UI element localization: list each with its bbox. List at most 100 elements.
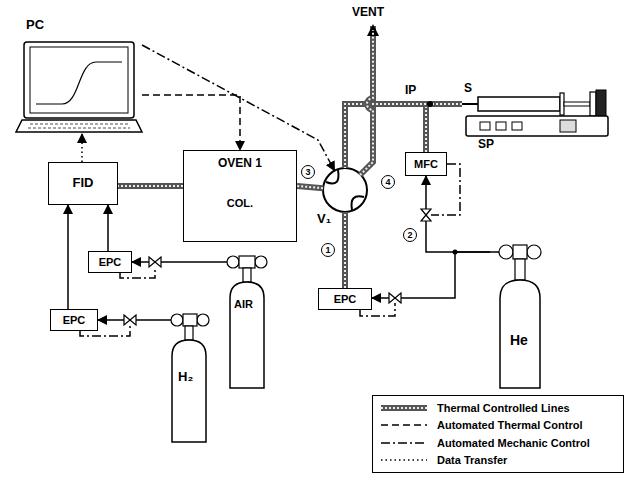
oven-box: OVEN 1 COL. [183, 150, 297, 242]
gas-line [490, 251, 499, 253]
node-label: OVEN 1 [218, 157, 262, 171]
legend-hatch [381, 407, 427, 409]
laptop-base [16, 120, 142, 132]
thermal-line [297, 186, 323, 188]
node-label: S [464, 82, 472, 96]
legend-line [381, 460, 427, 462]
callout-number: 4 [381, 175, 395, 189]
legend-sample [379, 455, 429, 465]
pump-button [496, 122, 506, 130]
node-label: FID [73, 176, 94, 191]
callout-number: 2 [403, 228, 417, 242]
legend-row: Data Transfer [379, 452, 617, 470]
connector [426, 176, 490, 252]
legend-sample [379, 403, 429, 413]
connector [142, 95, 240, 150]
vent-line [360, 26, 373, 175]
legend-line [381, 442, 427, 444]
legend-text: Automated Thermal Control [437, 419, 582, 431]
needle-valve [149, 257, 161, 267]
needle-valve [124, 315, 136, 325]
node-label: H₂ [178, 370, 193, 385]
gas-cylinder: He [490, 232, 550, 390]
pump-clamp [596, 90, 606, 118]
pump-button [480, 122, 490, 130]
node-label: He [510, 332, 528, 348]
pressure-controller-box: EPC [50, 309, 98, 331]
pressure-gauge [499, 245, 513, 259]
tee-junction [427, 101, 433, 107]
syringe-needle [462, 103, 478, 105]
gas-cylinder [172, 340, 206, 442]
connector [132, 261, 222, 263]
tee-junction [453, 250, 458, 255]
laptop-display [30, 47, 128, 113]
flow-controller-box: MFC [405, 152, 447, 176]
gas-cylinder [500, 280, 540, 388]
regulator [183, 314, 197, 326]
node-label: AIR [234, 298, 253, 311]
node-label: SP [478, 138, 494, 152]
laptop-keys [28, 124, 130, 128]
detector-box: FID [48, 162, 118, 205]
cylinder-neck [185, 326, 193, 340]
node-label: MFC [414, 158, 438, 171]
thermal-hatch [297, 186, 323, 188]
node-label: V₁ [317, 212, 331, 227]
injection-point-label: IP [405, 84, 416, 98]
pressure-gauge [227, 256, 239, 268]
gas-cylinder [230, 282, 264, 388]
syringe-pump: S SP [462, 80, 612, 156]
laptop-screen [24, 42, 134, 118]
signal-curve [36, 62, 122, 104]
regulator [239, 256, 255, 268]
legend-row: Automated Thermal Control [379, 417, 617, 435]
thermal-line [118, 183, 183, 189]
pressure-gauge [197, 314, 209, 326]
connector [107, 205, 109, 251]
callout-number: 1 [321, 243, 335, 257]
callout-number: 3 [301, 165, 315, 179]
legend-text: Automated Mechanic Control [437, 437, 590, 449]
pressure-controller-box: EPC [318, 288, 372, 310]
legend-text: Thermal Controlled Lines [437, 402, 570, 414]
thermal-hatch [360, 30, 373, 175]
connector [372, 252, 490, 298]
connector [67, 205, 69, 309]
gas-line [166, 319, 171, 321]
pressure-controller-box: EPC [88, 251, 132, 273]
computer: PC [16, 16, 142, 134]
thermal-line [342, 212, 348, 288]
switching-valve: V₁ [323, 168, 367, 212]
gas-line [222, 261, 227, 263]
pump-button [512, 122, 522, 130]
legend-row: Automated Mechanic Control [379, 434, 617, 452]
syringe-barrel [478, 97, 560, 111]
connector [81, 134, 83, 162]
thermal-hatch [118, 185, 183, 187]
plunger-thumb [590, 92, 596, 116]
valve-channel [326, 170, 364, 210]
node-label: EPC [99, 256, 122, 269]
gas-cylinder: H₂ [166, 300, 214, 445]
legend-line [381, 425, 427, 427]
pump-knob [560, 120, 576, 132]
thermal-hatch [344, 212, 346, 288]
node-label: COL. [227, 197, 253, 210]
pressure-gauge [171, 314, 183, 326]
cylinder-neck [243, 268, 251, 282]
legend-line [381, 405, 427, 411]
pump-base [466, 116, 608, 136]
gas-cylinder: AIR [222, 238, 272, 390]
needle-valve [389, 293, 401, 303]
legend-sample [379, 438, 429, 448]
pressure-gauge [527, 245, 541, 259]
cylinder-neck [515, 259, 525, 280]
legend-text: Data Transfer [437, 454, 507, 466]
node-label: EPC [334, 293, 357, 306]
node-label: EPC [63, 314, 86, 327]
syringe-flange [560, 93, 564, 115]
syringe-plunger [564, 102, 590, 106]
legend-box: Thermal Controlled LinesAutomated Therma… [372, 395, 624, 473]
